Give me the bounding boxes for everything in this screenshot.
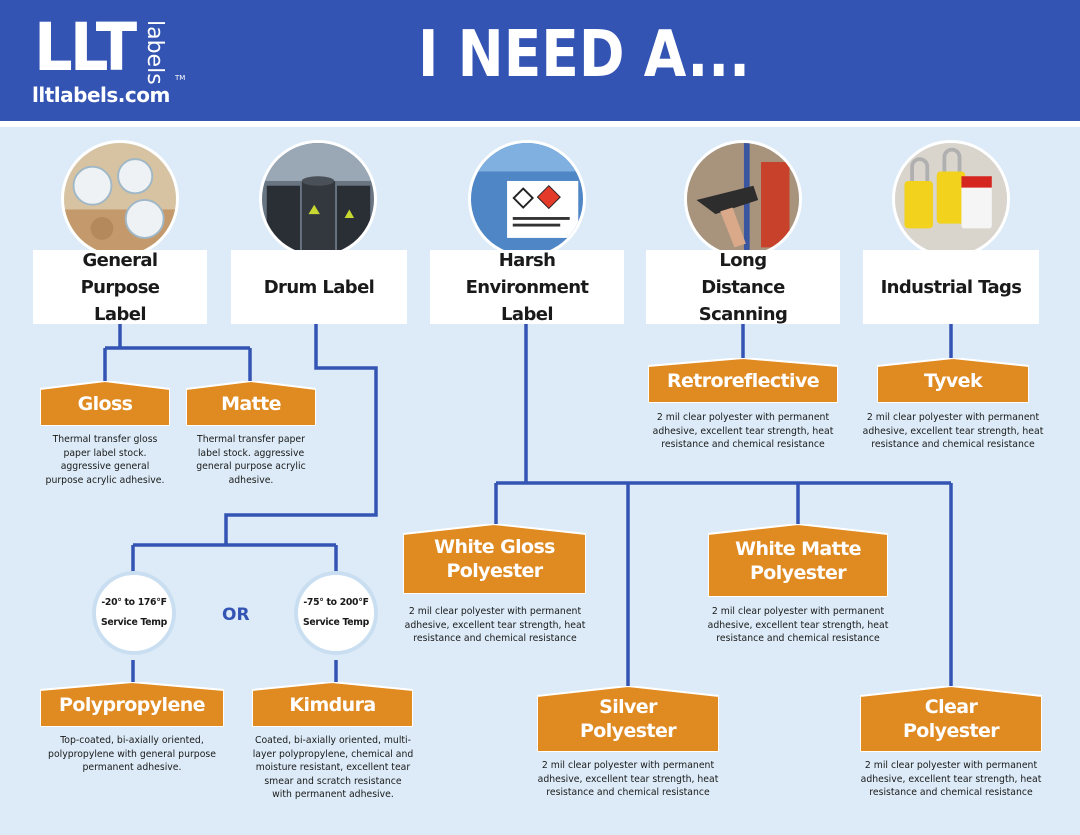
logo-subtext: labels [142,20,167,85]
category-industrial-tags: Industrial Tags [863,250,1039,324]
service-temp-low: -20° to 176°F Service Temp [92,571,176,655]
category-general-purpose: General Purpose Label [33,250,207,325]
temp-caption: Service Temp [302,617,370,628]
header-divider [0,121,1080,127]
hazard-label-drum-photo [468,140,586,258]
logo-url: lltlabels.com [32,83,170,107]
or-separator: OR [222,605,250,625]
category-label: Industrial Tags [880,276,1022,298]
tag-tyvek: Tyvek [877,358,1029,403]
logo: LLT [34,9,137,86]
oil-drums-photo [259,140,377,258]
header-banner [0,0,1080,121]
category-label: Harsh Environment Label [465,249,589,325]
circular-stickers-photo [61,140,179,258]
tag-polypropylene: Polypropylene [40,682,224,727]
tag-gloss: Gloss [40,381,170,426]
category-label: Drum Label [263,276,375,298]
temp-caption: Service Temp [100,617,168,628]
tag-matte: Matte [186,381,316,426]
category-drum-label: Drum Label [231,250,407,324]
category-long-distance-scanning: Long Distance Scanning [646,250,840,325]
barcode-scanner-warehouse-photo [684,140,802,258]
desc-polypropylene: Top-coated, bi-axially oriented,polyprop… [48,735,216,773]
lockout-tags-photo [892,140,1010,258]
category-label: Long Distance Scanning [698,249,788,325]
tag-retroreflective: Retroreflective [648,358,838,403]
desc-kimdura: Coated, bi-axially oriented, multi-layer… [252,735,414,800]
category-harsh-environment: Harsh Environment Label [430,250,624,325]
page-title: I NEED A... [418,18,751,92]
tag-kimdura: Kimdura [252,682,413,727]
category-label: General Purpose Label [80,249,160,325]
temp-range: -75° to 200°F [303,597,369,608]
temp-range: -20° to 176°F [101,597,167,608]
logo-trademark: TM [175,74,186,82]
service-temp-high: -75° to 200°F Service Temp [294,571,378,655]
